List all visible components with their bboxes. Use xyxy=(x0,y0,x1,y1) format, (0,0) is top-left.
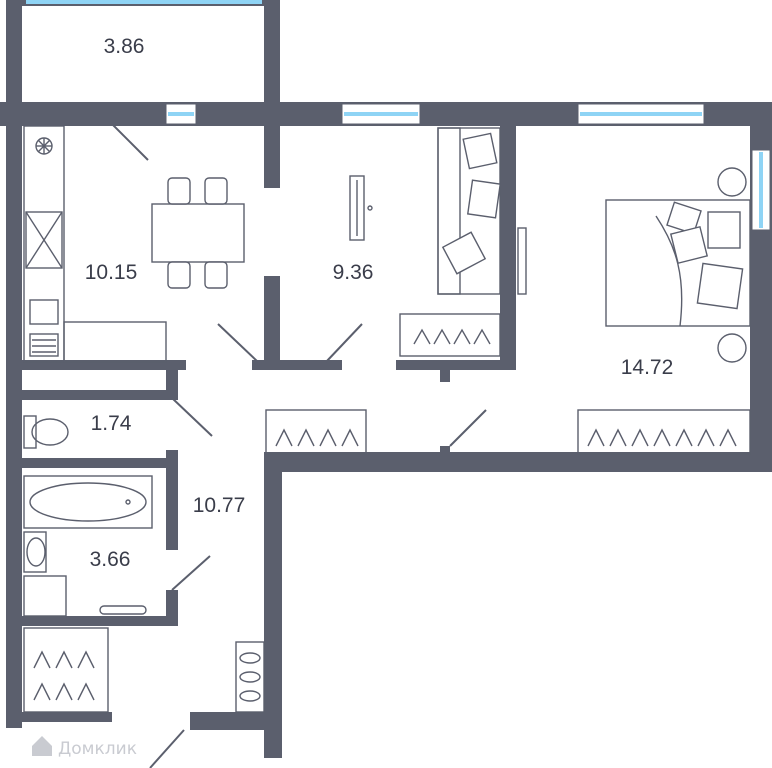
bed xyxy=(605,167,751,363)
wardrobe-hallway xyxy=(265,409,367,455)
area-hallway: 10.77 xyxy=(193,494,246,517)
windows xyxy=(26,0,771,231)
shoe-rack xyxy=(235,641,265,713)
watermark-text: Домклик xyxy=(58,739,137,759)
area-toilet: 1.74 xyxy=(91,412,132,435)
tv-stand xyxy=(349,175,373,241)
area-living-room: 9.36 xyxy=(333,261,374,284)
bathtub xyxy=(23,475,153,529)
sofa xyxy=(437,127,502,295)
domclick-logo-icon xyxy=(32,736,52,756)
area-bedroom: 14.72 xyxy=(621,356,674,379)
toilet-fixture xyxy=(23,415,69,449)
area-balcony: 3.86 xyxy=(104,35,145,58)
wardrobe-storage xyxy=(23,627,109,713)
washing-machine xyxy=(23,575,67,617)
towel-rail xyxy=(99,605,147,615)
bedroom-tv xyxy=(517,227,527,295)
sink xyxy=(23,531,47,573)
watermark: Домклик xyxy=(32,736,137,759)
kitchen-counter xyxy=(23,125,167,363)
area-kitchen: 10.15 xyxy=(85,261,138,284)
doors xyxy=(111,123,487,768)
wardrobe-bedroom xyxy=(577,409,751,455)
area-bathroom: 3.66 xyxy=(90,548,131,571)
wardrobe-living xyxy=(399,313,501,357)
dining-table xyxy=(151,177,245,289)
